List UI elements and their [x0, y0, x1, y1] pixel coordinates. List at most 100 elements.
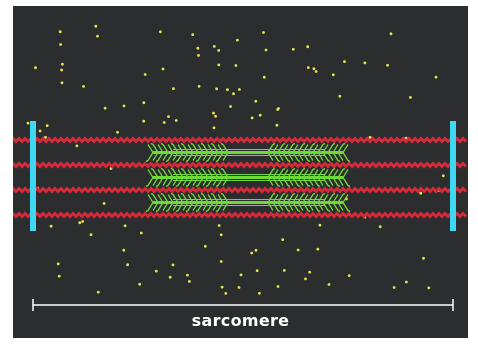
calcium-dot: [186, 273, 189, 277]
calcium-dot: [212, 111, 215, 115]
calcium-dot: [378, 225, 382, 229]
calcium-dot: [96, 34, 99, 38]
calcium-dot: [217, 63, 221, 67]
calcium-dot: [214, 114, 218, 118]
calcium-dot: [232, 92, 235, 96]
calcium-dot: [81, 220, 84, 223]
z-disc: [30, 121, 36, 231]
calcium-dot: [306, 45, 310, 49]
calcium-dot: [316, 247, 320, 251]
calcium-dot: [162, 121, 166, 124]
calcium-dot: [60, 68, 63, 72]
calcium-dot: [392, 286, 396, 289]
calcium-dot: [229, 105, 233, 108]
sarcomere-length-bar: [32, 299, 454, 311]
calcium-dot: [75, 144, 79, 148]
calcium-dot: [386, 63, 389, 67]
calcium-dot: [255, 269, 259, 272]
calcium-dot: [57, 274, 61, 278]
calcium-dot: [338, 94, 342, 98]
calcium-dot: [304, 277, 307, 281]
calcium-dot: [123, 224, 127, 228]
calcium-dot: [312, 67, 316, 71]
calcium-dot: [96, 290, 100, 294]
calcium-dot: [434, 75, 438, 79]
calcium-dot: [126, 263, 129, 267]
calcium-dot: [308, 270, 312, 274]
calcium-dot: [262, 75, 266, 79]
calcium-dot: [168, 275, 172, 279]
calcium-dot: [197, 54, 200, 57]
calcium-dot: [122, 248, 126, 252]
calcium-dot: [368, 135, 372, 139]
calcium-dot: [331, 73, 335, 77]
calcium-dot: [171, 263, 175, 267]
calcium-dot: [215, 87, 219, 91]
thin-filament: [13, 161, 468, 169]
calcium-dot: [258, 291, 261, 295]
calcium-dot: [224, 292, 228, 295]
calcium-dot: [59, 43, 62, 46]
calcium-dot: [217, 49, 221, 52]
calcium-dot: [45, 124, 49, 127]
calcium-dot: [56, 262, 60, 266]
calcium-dot: [427, 286, 431, 290]
calcium-dot: [389, 32, 393, 36]
calcium-dot: [191, 33, 195, 36]
calcium-dot: [89, 233, 93, 237]
calcium-dot: [212, 45, 216, 48]
calcium-dot: [38, 129, 42, 133]
calcium-dot: [167, 115, 170, 118]
calcium-dot: [142, 101, 146, 105]
calcium-dot: [422, 256, 425, 260]
calcium-dot: [264, 48, 268, 52]
calcium-dot: [276, 108, 279, 111]
calcium-dot: [219, 260, 223, 263]
calcium-dot: [419, 191, 423, 195]
calcium-dot: [82, 85, 85, 88]
calcium-dot: [154, 269, 158, 273]
calcium-dot: [291, 47, 295, 51]
calcium-dot: [363, 61, 367, 65]
thick-filament: [145, 142, 351, 163]
calcium-dot: [138, 282, 142, 286]
calcium-dot: [314, 70, 318, 73]
calcium-dot: [239, 273, 243, 277]
calcium-dot: [142, 119, 146, 123]
calcium-dot: [103, 106, 107, 110]
calcium-dot: [172, 87, 175, 90]
calcium-dot: [203, 244, 207, 248]
calcium-dots: [26, 24, 445, 295]
diagram-panel: sarcomere: [13, 6, 468, 338]
calcium-dot: [139, 231, 143, 235]
calcium-dot: [102, 202, 106, 205]
calcium-dot: [250, 116, 254, 120]
calcium-dot: [347, 274, 351, 277]
calcium-dot: [238, 88, 241, 91]
calcium-dot: [26, 121, 30, 125]
thin-filament: [13, 136, 468, 144]
calcium-dot: [343, 60, 346, 63]
calcium-dot: [219, 233, 223, 237]
calcium-dot: [122, 104, 126, 108]
thick-filament: [145, 192, 351, 213]
calcium-dot: [275, 123, 279, 127]
calcium-dot: [60, 81, 64, 85]
calcium-dot: [34, 66, 37, 70]
calcium-dot: [296, 248, 300, 252]
thick-filaments: [145, 142, 351, 213]
calcium-dot: [116, 130, 119, 134]
calcium-dot: [318, 223, 322, 227]
calcium-dot: [49, 224, 53, 228]
calcium-dot: [212, 126, 216, 130]
thin-filaments: [13, 136, 468, 219]
calcium-dot: [61, 62, 64, 66]
thick-filament: [145, 167, 351, 188]
calcium-dot: [441, 174, 445, 178]
calcium-dot: [306, 66, 310, 69]
calcium-dot: [281, 238, 285, 242]
calcium-dot: [262, 31, 265, 34]
calcium-dot: [94, 24, 98, 28]
calcium-dot: [258, 113, 262, 117]
sarcomere-label: sarcomere: [191, 311, 290, 330]
